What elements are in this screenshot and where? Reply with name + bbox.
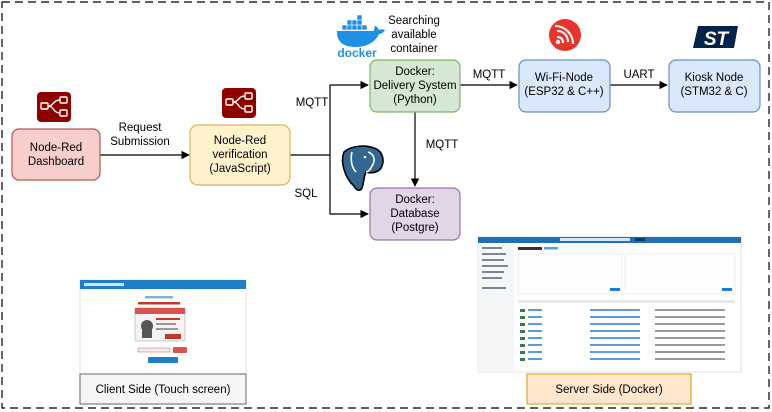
annotation-searching-3: container [390, 43, 437, 55]
edge-verification-to-database [329, 155, 369, 219]
caption-server: Server Side (Docker) [526, 373, 692, 405]
node-red-icon [37, 92, 71, 122]
node-dashboard[interactable]: Node-Red Dashboard [11, 128, 101, 181]
server-screenshot [477, 236, 742, 373]
node-wifi[interactable]: Wi-Fi-Node (ESP32 & C++) [518, 59, 611, 113]
kiosk-line1: Kiosk Node [685, 72, 744, 84]
label-request-2: Submission [110, 136, 169, 148]
label-mqtt-down: MQTT [426, 139, 459, 151]
node-kiosk[interactable]: Kiosk Node (STM32 & C) [668, 59, 761, 113]
caption-client-text: Client Side (Touch screen) [96, 384, 231, 396]
verification-line1: Node-Red [214, 135, 266, 147]
annotation-searching-2: available [391, 29, 436, 41]
kiosk-line2: (STM32 & C) [680, 86, 747, 98]
label-mqtt-right: MQTT [473, 69, 506, 81]
caption-server-text: Server Side (Docker) [555, 384, 663, 396]
st-logo-text: ST [704, 29, 730, 50]
delivery-line2: Delivery System [373, 80, 456, 92]
verification-line2: verification [213, 149, 268, 161]
dashboard-line1: Node-Red [30, 142, 82, 154]
label-mqtt-top: MQTT [296, 97, 329, 109]
node-verification[interactable]: Node-Red verification (JavaScript) [189, 124, 291, 186]
node-delivery-system[interactable]: Docker: Delivery System (Python) [369, 59, 461, 113]
database-line3: (Postgre) [391, 222, 438, 234]
database-line1: Docker: [395, 194, 435, 206]
docker-whale-icon: docker [337, 14, 385, 60]
node-database[interactable]: Docker: Database (Postgre) [369, 187, 461, 241]
node-red-icon [222, 88, 256, 118]
docker-logo-text: docker [337, 46, 377, 60]
wifi-line1: Wi-Fi-Node [535, 72, 593, 84]
annotation-searching-1: Searching [388, 15, 440, 27]
delivery-line1: Docker: [395, 66, 435, 78]
label-request-1: Request [119, 122, 163, 134]
label-sql: SQL [294, 188, 318, 200]
delivery-line3: (Python) [393, 94, 437, 106]
label-uart: UART [623, 69, 654, 81]
postgresql-elephant-icon [341, 145, 384, 191]
espressif-icon [549, 19, 581, 51]
caption-client: Client Side (Touch screen) [79, 373, 247, 405]
verification-line3: (JavaScript) [209, 163, 271, 175]
st-microelectronics-icon: ST [693, 26, 738, 50]
database-line2: Database [390, 208, 439, 220]
client-screenshot [79, 279, 247, 376]
dashboard-line2: Dashboard [28, 156, 84, 168]
edges [100, 80, 668, 219]
edge-verification-to-delivery [290, 80, 369, 156]
wifi-line2: (ESP32 & C++) [524, 86, 603, 98]
